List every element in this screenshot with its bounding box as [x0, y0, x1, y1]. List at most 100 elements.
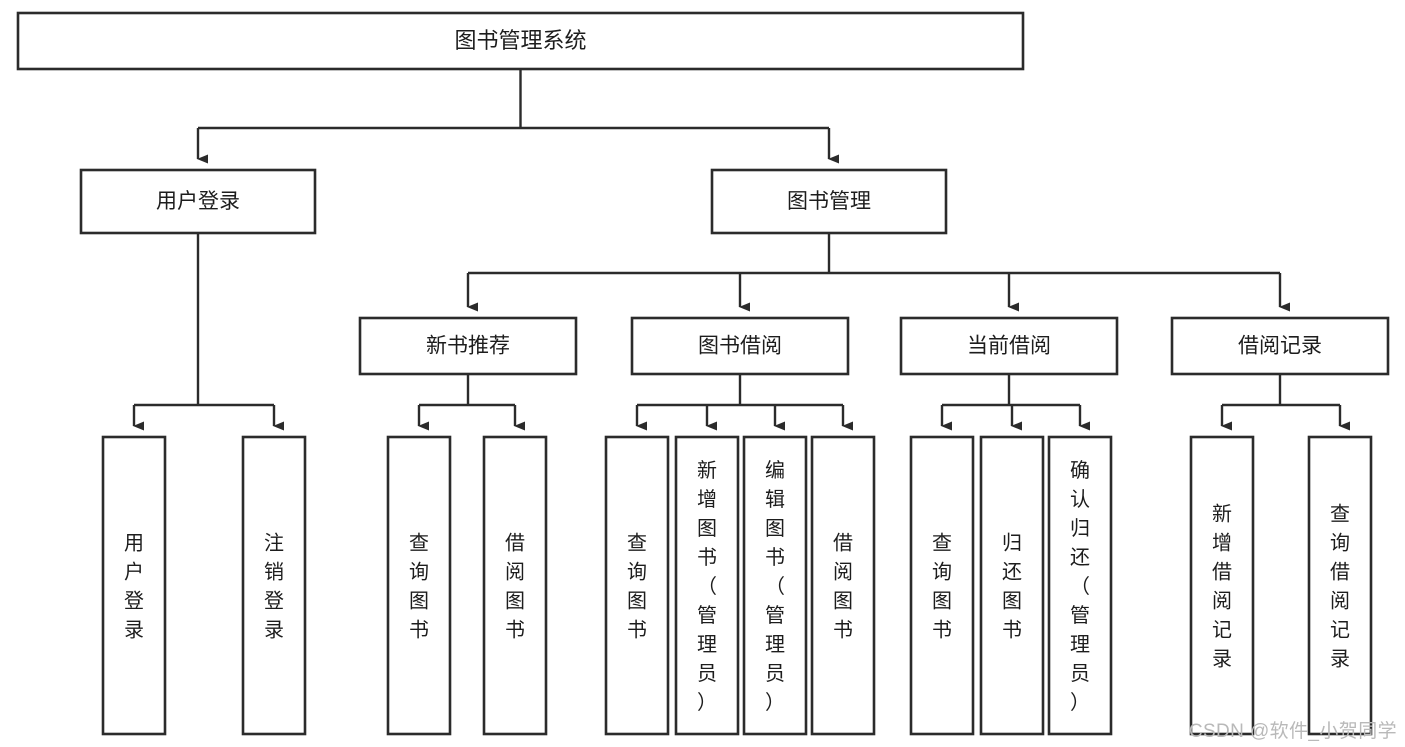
leaf-node-label-char: 借	[1212, 561, 1232, 584]
category-node[interactable]: 当前借阅	[899, 316, 1119, 376]
module-node-label: 图书管理	[787, 190, 871, 213]
leaf-node-label-char: 询	[932, 561, 952, 584]
leaf-node-label-char: 阅	[1212, 590, 1232, 613]
leaf-node-label-char: 新	[697, 459, 717, 482]
leaf-node-label-char: 书	[932, 619, 952, 642]
leaf-node-label-char: 管	[1070, 604, 1090, 627]
leaf-node-label-char: ）	[765, 691, 785, 714]
leaf-node-rect	[386, 435, 452, 736]
leaf-node[interactable]: 用户登录	[101, 435, 167, 736]
category-node[interactable]: 新书推荐	[358, 316, 578, 376]
leaf-node-label-char: 登	[264, 590, 284, 613]
leaf-node-label-char: 书	[505, 619, 525, 642]
leaf-node-rect	[810, 435, 876, 736]
leaf-node-rect	[241, 435, 307, 736]
leaf-node-label-char: 管	[697, 604, 717, 627]
leaf-node-label-char: 图	[627, 591, 647, 613]
leaf-node-label-char: 录	[264, 620, 284, 642]
leaf-node-label-char: 录	[124, 620, 144, 642]
leaf-node-label-char: 记	[1212, 619, 1232, 642]
leaf-node-label-char: 理	[1070, 634, 1090, 656]
leaf-node-label-char: 录	[1330, 649, 1350, 671]
leaf-node-label-char: 增	[1212, 532, 1232, 555]
leaf-node-label-char: 图	[505, 591, 525, 613]
leaf-node-rect	[1047, 435, 1113, 736]
leaf-node-label-char: 认	[1070, 488, 1090, 511]
leaf-node-label-char: 员	[765, 663, 785, 685]
leaf-node-label-char: 新	[1212, 503, 1232, 526]
leaf-node-label-char: 书	[1002, 619, 1022, 642]
category-node[interactable]: 图书借阅	[630, 316, 850, 376]
leaf-node-label-char: 还	[1070, 546, 1090, 569]
root-node-label: 图书管理系统	[454, 28, 586, 53]
leaf-node-label-char: 查	[932, 532, 952, 555]
leaf-node-label-char: 询	[409, 561, 429, 584]
module-node[interactable]: 用户登录	[79, 168, 317, 235]
leaf-node-label-char: 归	[1070, 517, 1090, 540]
category-node-rect	[358, 316, 578, 376]
leaf-node-label-char: 员	[697, 663, 717, 685]
leaf-node-label-char: 阅	[833, 561, 853, 584]
leaf-node-label-char: 询	[1330, 532, 1350, 555]
leaf-node-label-char: 录	[1212, 649, 1232, 671]
leaf-node-label-char: 户	[124, 561, 144, 584]
leaf-node-label-char: 还	[1002, 561, 1022, 584]
leaf-node-label-char: 记	[1330, 619, 1350, 642]
leaf-node-label-char: 阅	[505, 561, 525, 584]
category-node-label: 当前借阅	[967, 335, 1051, 358]
leaf-node-label-char: 注	[264, 532, 284, 555]
leaf-node-label-char: 图	[932, 591, 952, 613]
leaf-node-label-char: 借	[505, 532, 525, 555]
category-node-rect	[630, 316, 850, 376]
module-node-rect	[79, 168, 317, 235]
leaf-node-label-char: 归	[1002, 532, 1022, 555]
leaf-node-rect	[101, 435, 167, 736]
leaf-node-rect	[742, 435, 808, 736]
leaf-node-label-char: （	[1070, 575, 1090, 598]
leaf-node-label-char: 借	[833, 532, 853, 555]
leaf-node-label-char: 书	[409, 619, 429, 642]
leaf-node-label-char: （	[765, 575, 785, 598]
category-node-label: 新书推荐	[426, 335, 510, 358]
leaf-node-label-char: 图	[833, 591, 853, 613]
leaf-node-label-char: 确	[1070, 459, 1090, 482]
module-node-rect	[710, 168, 948, 235]
leaf-node-label-char: 书	[627, 619, 647, 642]
leaf-node-label-char: 询	[627, 561, 647, 584]
leaf-node-label-char: 图	[1002, 591, 1022, 613]
leaf-node-rect	[1189, 435, 1255, 736]
leaf-node-label-char: 图	[765, 518, 785, 540]
leaf-node-label-char: 增	[697, 488, 717, 511]
leaf-node-label-char: 书	[697, 546, 717, 569]
category-node[interactable]: 借阅记录	[1170, 316, 1390, 376]
leaf-node-label-char: 查	[627, 532, 647, 555]
root-node[interactable]: 图书管理系统	[16, 11, 1025, 71]
leaf-node-rect	[604, 435, 670, 736]
leaf-node-label-char: 理	[765, 634, 785, 656]
leaf-node-rect	[909, 435, 975, 736]
leaf-node-label-char: 图	[409, 591, 429, 613]
leaf-node-label-char: 书	[765, 546, 785, 569]
category-node-label: 图书借阅	[698, 335, 782, 358]
category-node-label: 借阅记录	[1238, 335, 1322, 358]
leaf-node-rect	[674, 435, 740, 736]
module-node[interactable]: 图书管理	[710, 168, 948, 235]
leaf-node-label-char: 书	[833, 619, 853, 642]
leaf-node-label-char: 辑	[765, 488, 785, 511]
leaf-node-label-char: 编	[765, 459, 785, 482]
leaf-node-label-char: （	[697, 575, 717, 598]
